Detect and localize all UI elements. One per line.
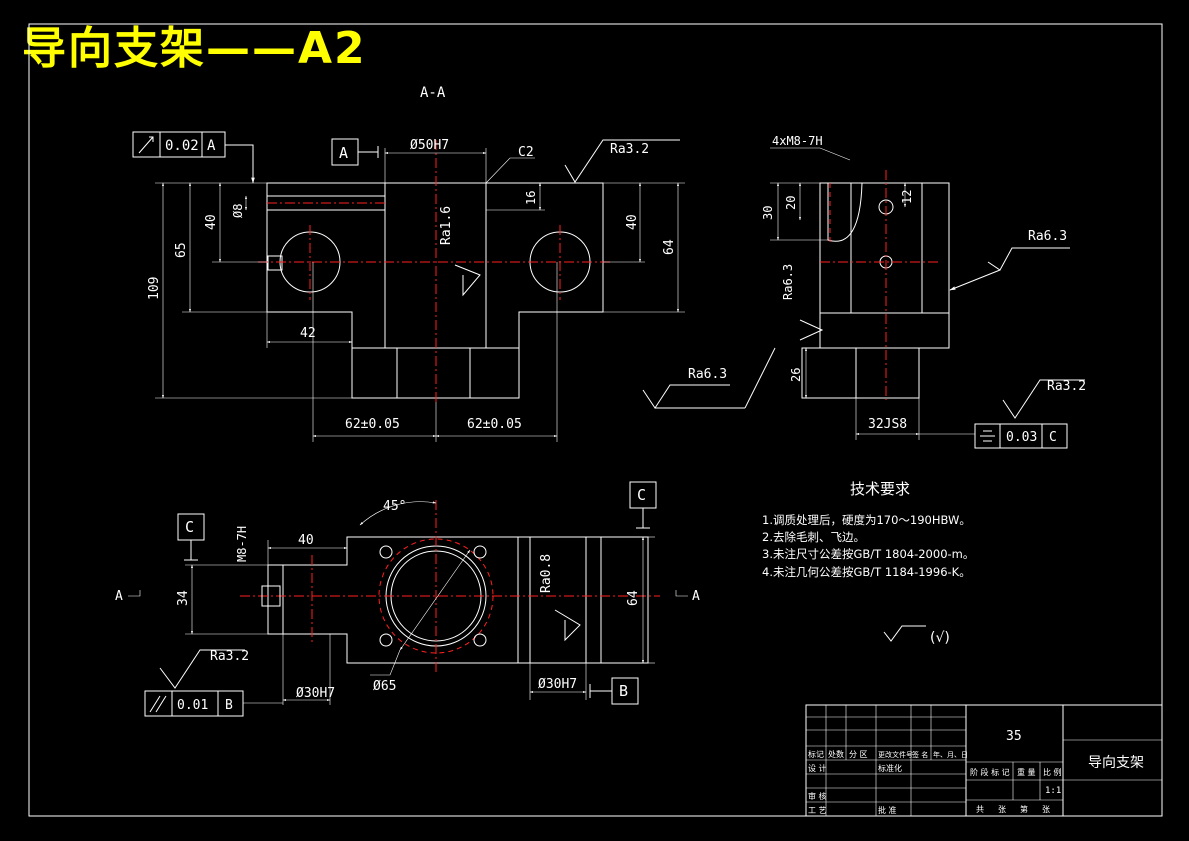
svg-text:26: 26 — [789, 368, 803, 382]
svg-text:重 量: 重 量 — [1017, 767, 1036, 777]
fcf-symmetry: 0.03 C — [919, 423, 1068, 449]
section-view — [258, 140, 612, 402]
svg-text:Ra3.2: Ra3.2 — [610, 142, 649, 157]
svg-text:3.未注尺寸公差按GB/T 1804-2000-m。: 3.未注尺寸公差按GB/T 1804-2000-m。 — [762, 547, 974, 561]
svg-text:64: 64 — [662, 239, 677, 255]
plan-view — [240, 500, 660, 675]
svg-text:4.未注几何公差按GB/T 1184-1996-K。: 4.未注几何公差按GB/T 1184-1996-K。 — [762, 565, 971, 579]
svg-text:签 名: 签 名 — [912, 750, 928, 759]
fcf-parallelism: 0.01 B — [144, 690, 283, 717]
svg-text:Ø65: Ø65 — [373, 679, 396, 694]
runout-symbol-icon — [138, 136, 154, 154]
scale-value: 1:1 — [1045, 786, 1061, 796]
svg-text:62±0.05: 62±0.05 — [467, 417, 522, 432]
section-label: A-A — [420, 85, 446, 101]
svg-text:C2: C2 — [518, 145, 534, 160]
svg-text:处数: 处数 — [828, 749, 844, 759]
svg-text:Ra6.3: Ra6.3 — [1028, 229, 1067, 244]
side-roughness: Ra6.3 Ra6.3 Ra6.3 Ra3.2 — [642, 229, 1086, 419]
svg-text:34: 34 — [176, 590, 191, 606]
svg-text:Ra6.3: Ra6.3 — [688, 367, 727, 382]
datum-c-label-top: C — [637, 486, 646, 504]
technical-requirements: 技术要求 1.调质处理后，硬度为170～190HBW。 2.去除毛刺、飞边。 3… — [762, 480, 974, 646]
svg-text:(√): (√) — [930, 630, 950, 646]
svg-text:4xM8-7H: 4xM8-7H — [772, 134, 823, 148]
svg-text:12: 12 — [900, 190, 914, 204]
fcf-runout: 0.02 A — [132, 131, 255, 184]
svg-text:C: C — [1049, 430, 1057, 445]
svg-text:40: 40 — [204, 214, 219, 230]
section-roughness: Ra3.2 Ra1.6 — [439, 139, 680, 297]
plan-dimensions: 45° 40 M8-7H 34 64 Ø65 Ø30H7 Ø30H7 — [176, 499, 655, 705]
drawing-title-banner: 导向支架——A2 — [22, 23, 367, 74]
svg-text:Ra0.8: Ra0.8 — [539, 554, 554, 593]
parallel-symbol-icon — [149, 695, 167, 713]
svg-text:40: 40 — [298, 533, 314, 548]
part-name: 导向支架 — [1088, 755, 1144, 771]
svg-text:32JS8: 32JS8 — [868, 417, 907, 432]
svg-text:64: 64 — [626, 590, 641, 606]
svg-text:Ø30H7: Ø30H7 — [296, 686, 335, 701]
svg-text:审 核: 审 核 — [808, 791, 827, 801]
svg-text:设 计: 设 计 — [808, 763, 827, 773]
svg-text:Ø8: Ø8 — [231, 204, 245, 218]
svg-text:更改文件号: 更改文件号 — [878, 750, 913, 759]
svg-text:0.02: 0.02 — [165, 138, 199, 154]
material-value: 35 — [1006, 729, 1022, 744]
side-view — [801, 170, 950, 400]
title-block: 标记 处数 分 区 更改文件号 签 名 年、月、日 设 计 标准化 审 核 工 … — [805, 704, 1163, 817]
plan-roughness: Ra0.8 Ra3.2 — [159, 554, 581, 689]
svg-text:标记: 标记 — [808, 749, 824, 759]
svg-text:A: A — [207, 138, 216, 154]
svg-text:40: 40 — [625, 214, 640, 230]
svg-text:45°: 45° — [383, 499, 406, 514]
svg-text:2.去除毛刺、飞边。: 2.去除毛刺、飞边。 — [762, 530, 865, 544]
side-dimensions: 4xM8-7H 30 20 12 26 32JS8 — [761, 134, 920, 440]
svg-text:Ra6.3: Ra6.3 — [781, 264, 795, 300]
svg-text:分 区: 分 区 — [849, 750, 868, 759]
svg-text:工 艺: 工 艺 — [808, 806, 827, 815]
svg-text:标准化: 标准化 — [878, 763, 902, 773]
svg-text:M8-7H: M8-7H — [235, 526, 249, 562]
svg-text:20: 20 — [784, 196, 798, 210]
svg-text:42: 42 — [300, 326, 316, 341]
svg-text:共: 共 — [976, 805, 984, 814]
datum-b-label: B — [619, 682, 628, 700]
svg-text:Ø30H7: Ø30H7 — [538, 677, 577, 692]
datum-c-label-left: C — [185, 518, 194, 536]
svg-text:比 例: 比 例 — [1043, 767, 1062, 777]
svg-text:1.调质处理后，硬度为170～190HBW。: 1.调质处理后，硬度为170～190HBW。 — [762, 513, 971, 527]
datum-a-label: A — [339, 144, 348, 162]
svg-text:阶 段 标 记: 阶 段 标 记 — [970, 767, 1010, 777]
svg-text:Ra1.6: Ra1.6 — [439, 206, 454, 245]
svg-text:批 准: 批 准 — [878, 805, 897, 815]
svg-text:张: 张 — [998, 805, 1006, 814]
svg-text:张: 张 — [1042, 805, 1050, 814]
svg-text:62±0.05: 62±0.05 — [345, 417, 400, 432]
drawing-frame — [28, 23, 1163, 817]
roughness-symbol-icon — [883, 625, 926, 642]
svg-text:年、月、日: 年、月、日 — [933, 750, 968, 759]
svg-text:B: B — [225, 698, 233, 713]
svg-text:109: 109 — [147, 277, 162, 300]
svg-text:第: 第 — [1020, 804, 1028, 814]
svg-text:16: 16 — [524, 191, 538, 205]
section-dimensions: Ø50H7 C2 109 65 40 Ø8 16 40 64 42 62 — [147, 138, 685, 442]
svg-text:Ra3.2: Ra3.2 — [1047, 379, 1086, 394]
svg-text:0.03: 0.03 — [1006, 430, 1037, 445]
svg-text:A: A — [692, 589, 700, 604]
svg-text:A: A — [115, 589, 123, 604]
svg-text:65: 65 — [174, 242, 189, 258]
symmetry-symbol-icon — [980, 430, 995, 442]
svg-text:Ra3.2: Ra3.2 — [210, 649, 249, 664]
svg-text:Ø50H7: Ø50H7 — [410, 138, 449, 153]
svg-text:技术要求: 技术要求 — [850, 480, 910, 498]
svg-text:30: 30 — [761, 206, 775, 220]
svg-text:0.01: 0.01 — [177, 698, 208, 713]
